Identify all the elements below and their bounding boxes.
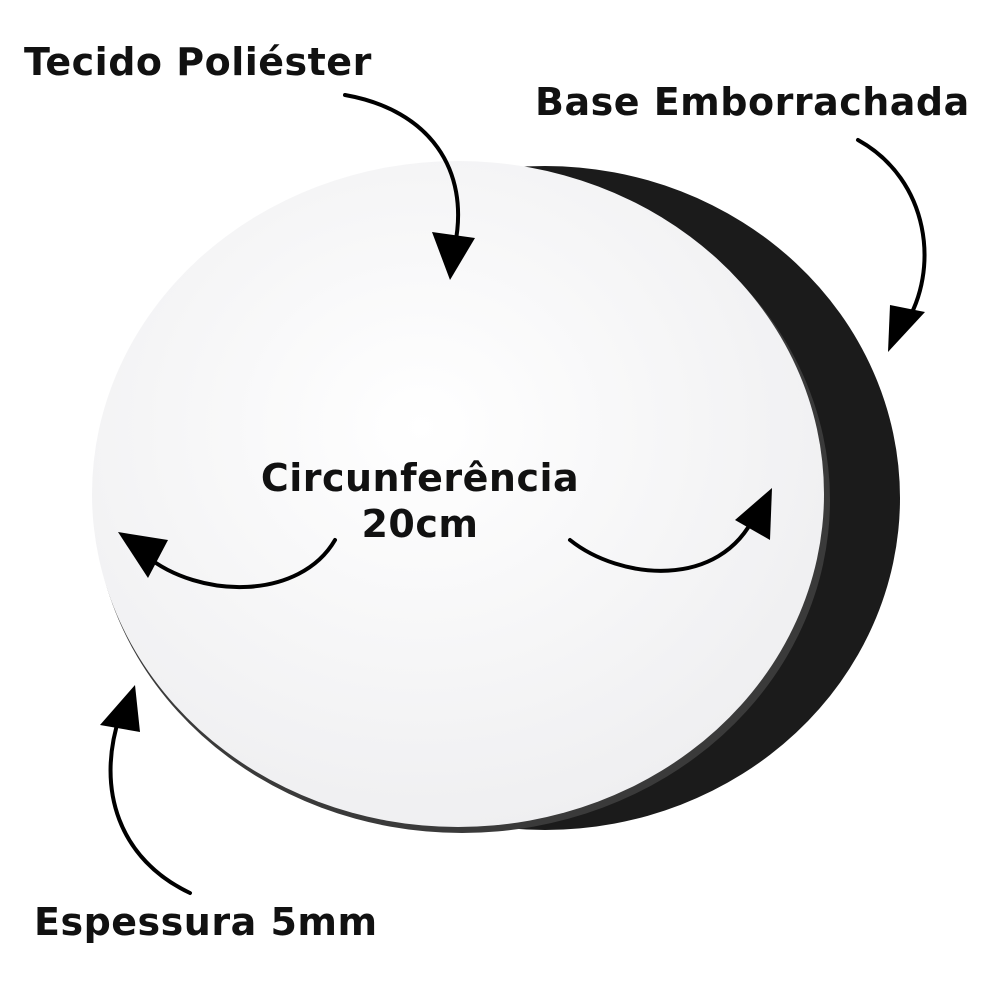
arrow-fabric bbox=[343, 93, 461, 247]
arrow-circ-right bbox=[568, 513, 757, 573]
circumference-value: 20cm bbox=[361, 502, 479, 546]
circumference-label: Circunferência 20cm bbox=[260, 455, 580, 547]
thickness-label: Espessura 5mm bbox=[34, 900, 378, 944]
base-label: Base Emborrachada bbox=[535, 80, 970, 124]
arrow-thickness bbox=[108, 713, 192, 895]
arrowhead-circ-right bbox=[735, 488, 772, 540]
fabric-label: Tecido Poliéster bbox=[24, 40, 372, 84]
arrowhead-thickness bbox=[100, 685, 140, 732]
arrow-base bbox=[856, 138, 927, 327]
fabric-surface bbox=[92, 161, 824, 827]
arrowhead-circ-left bbox=[118, 532, 168, 578]
arrow-circ-left bbox=[143, 538, 337, 589]
arrowhead-base bbox=[888, 305, 925, 352]
arrowhead-fabric bbox=[432, 232, 475, 280]
circumference-title: Circunferência bbox=[260, 456, 580, 500]
